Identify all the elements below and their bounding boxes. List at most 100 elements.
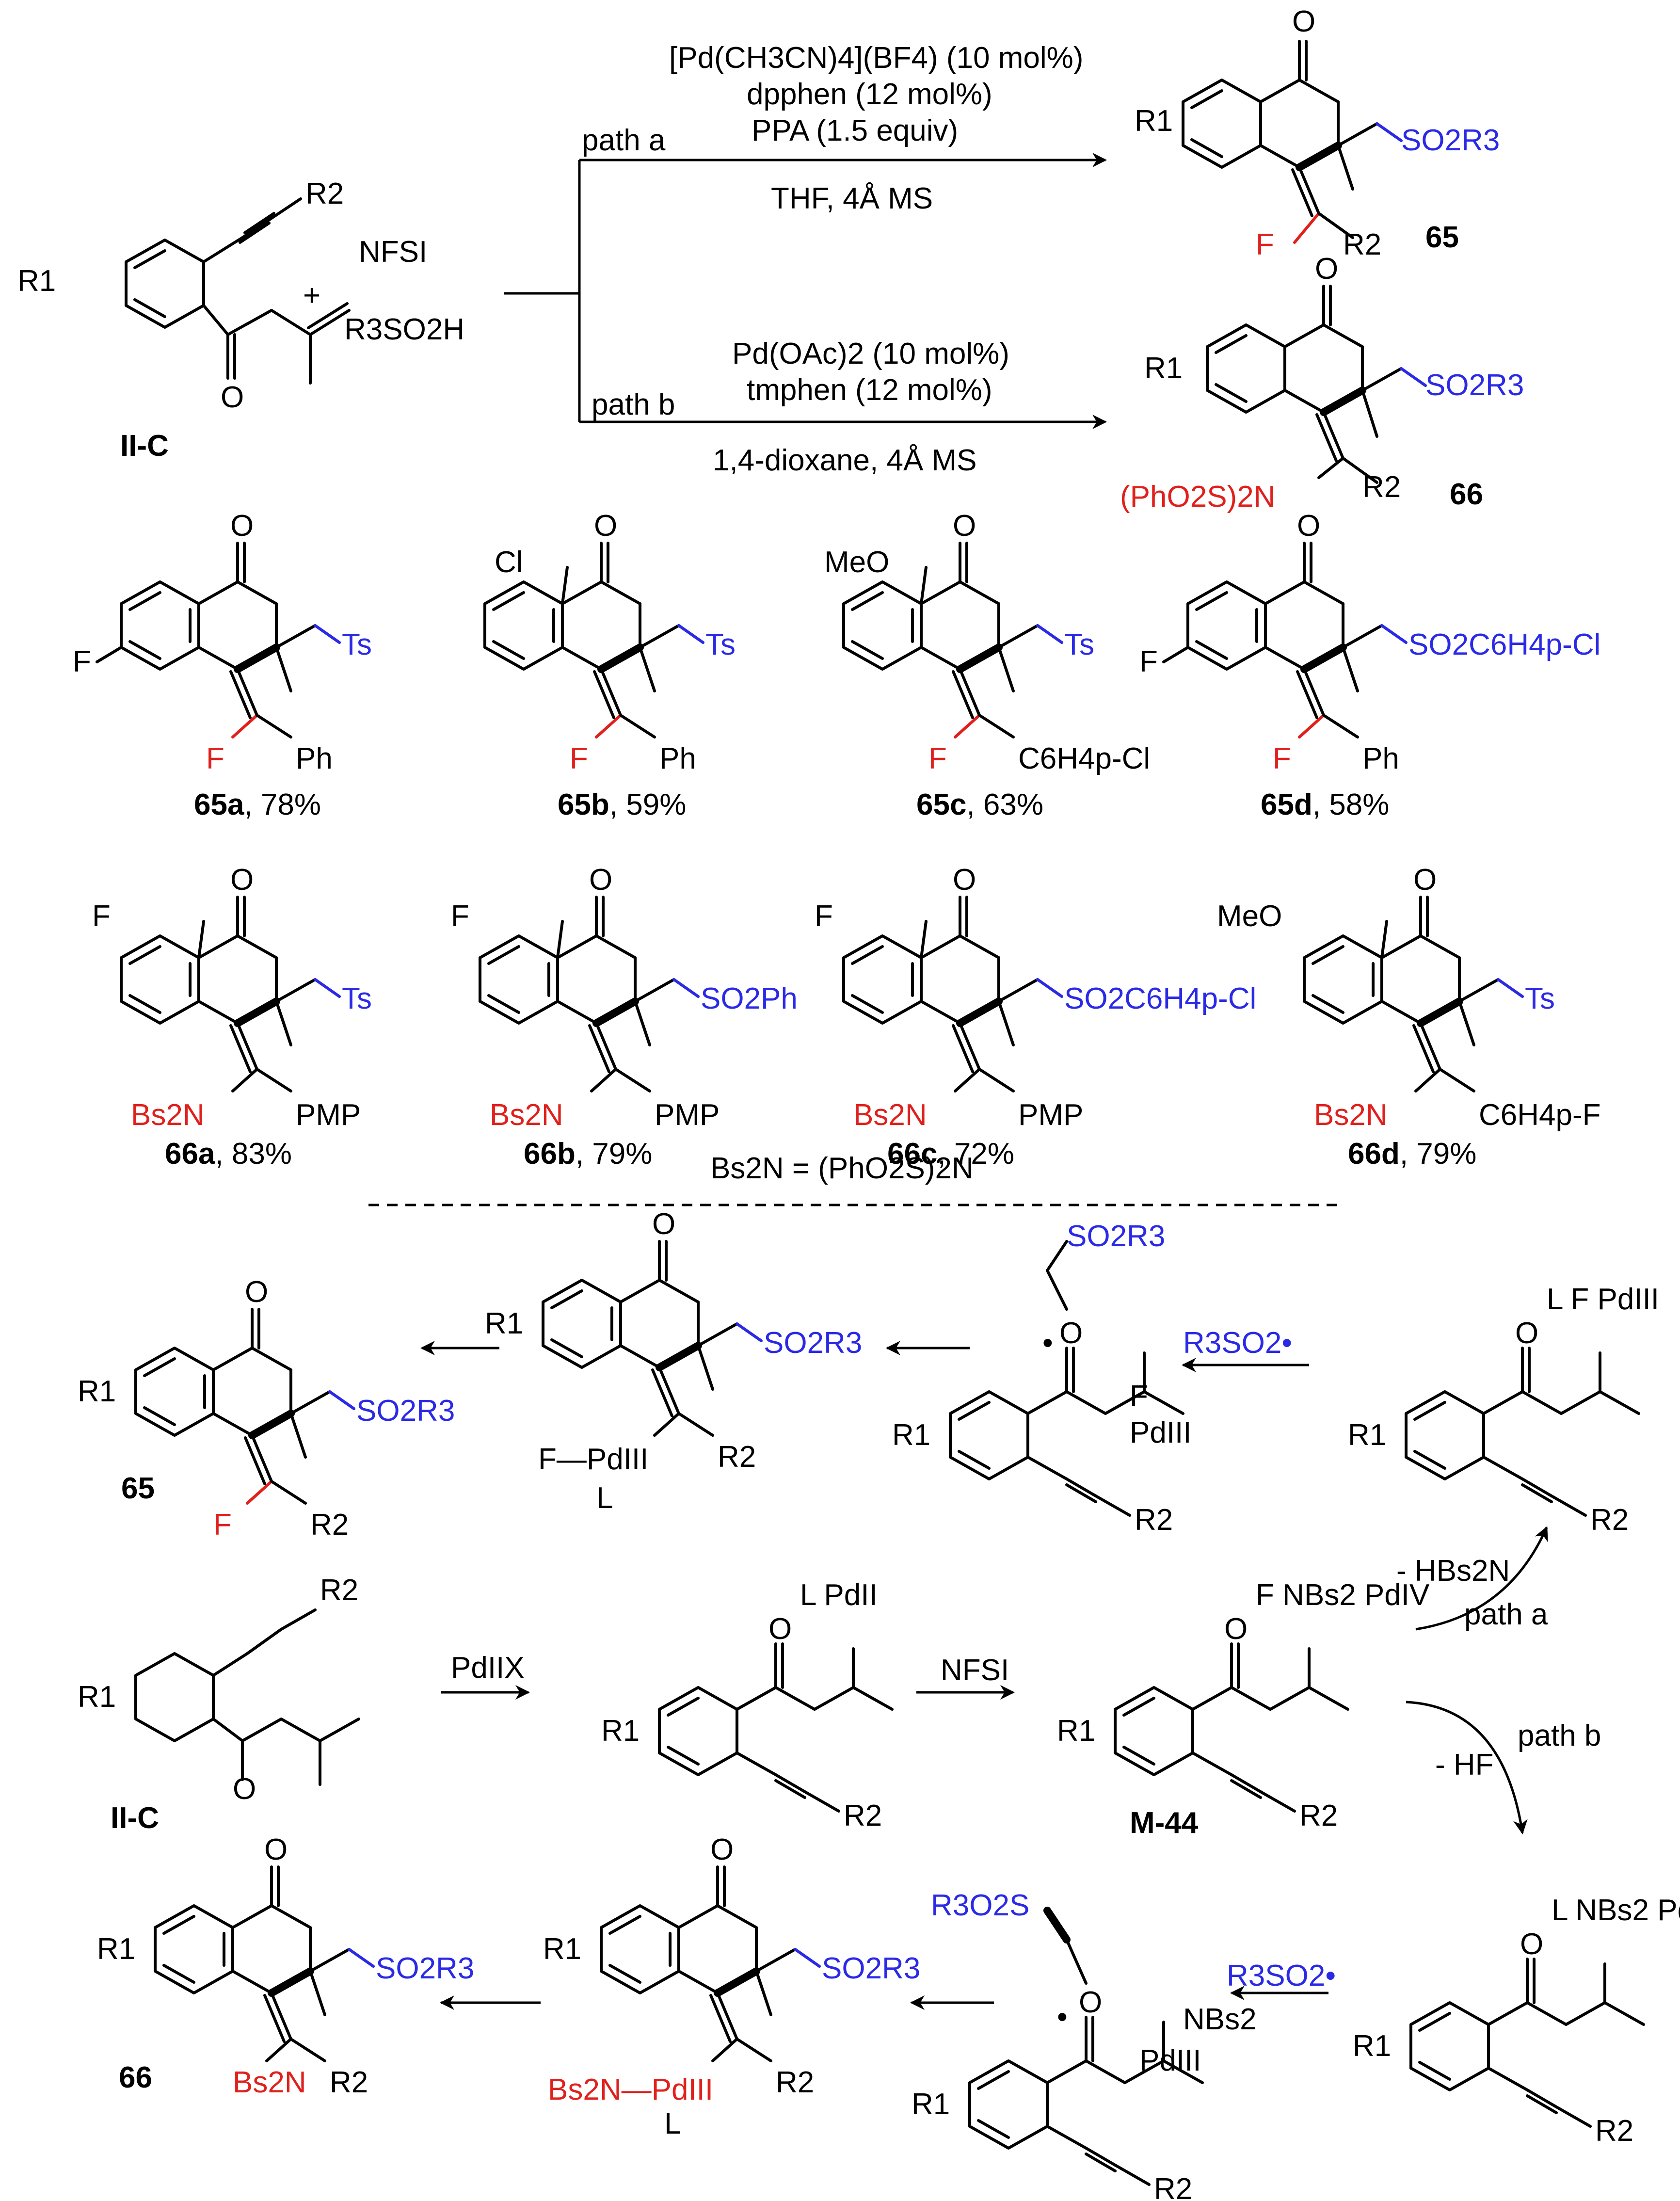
bond [1094, 1494, 1131, 1517]
bond [275, 646, 292, 692]
aryl-group: PMP [296, 1098, 361, 1132]
aromatic-ring [600, 1904, 680, 1994]
bond [1414, 1068, 1441, 1092]
bond [920, 580, 961, 605]
bond [280, 1718, 321, 1742]
bond [1418, 2061, 1451, 2081]
bond [619, 714, 656, 739]
bond [595, 1022, 617, 1071]
bond [677, 1412, 714, 1437]
bond [550, 1338, 583, 1358]
r1-label: R1 [78, 1680, 116, 1714]
bond [677, 624, 704, 644]
carbonyl-oxygen: O [230, 509, 254, 543]
bond [1322, 714, 1359, 739]
bond [143, 1406, 176, 1426]
bond [268, 1967, 314, 1997]
bond [658, 1279, 700, 1303]
bond [212, 1652, 249, 1677]
sulfonyl-group: Ts [1064, 628, 1094, 661]
bond [246, 1480, 273, 1505]
path-b-solvent: 1,4-dioxane, 4Å MS [713, 444, 977, 477]
bond [1439, 1068, 1475, 1092]
bond [231, 1904, 273, 1929]
bond [1230, 1773, 1262, 1793]
r2-label: R2 [1299, 1799, 1338, 1832]
bond [1085, 2153, 1117, 2172]
nfsi-label: NFSI [941, 1654, 1009, 1687]
bond [1085, 2147, 1117, 2167]
r2-label: R2 [330, 2066, 368, 2099]
bond [256, 1068, 292, 1092]
aromatic-ring [154, 1904, 234, 1994]
reagent-nfsi: NFSI [359, 235, 427, 269]
bond [634, 1000, 651, 1046]
aromatic-ring [968, 2059, 1049, 2150]
bond [736, 1322, 763, 1342]
aromatic-ring [1114, 1686, 1194, 1776]
path-b-mech-label: path b [1518, 1719, 1601, 1752]
bond [556, 934, 598, 959]
bond [959, 580, 1000, 605]
example-label: 66b, 79% [524, 1137, 652, 1171]
r1-label: R1 [543, 1932, 581, 1966]
bond [1550, 1494, 1587, 1517]
aryl-group: Ph [1362, 742, 1399, 775]
bond [561, 646, 603, 671]
bond [588, 1024, 610, 1073]
bond [1413, 1450, 1446, 1470]
aromatic-ring [658, 1686, 738, 1776]
bond [952, 670, 974, 719]
bond [1417, 997, 1463, 1027]
substrate-label: II-C [120, 429, 169, 463]
path-a-catalyst: [Pd(CH3CN)4](BF4) (10 mol%) [669, 41, 1083, 75]
bond [128, 945, 161, 965]
bond [1487, 2067, 1529, 2091]
r1-label: R1 [17, 264, 56, 298]
bond [492, 591, 525, 611]
bond [1487, 2001, 1529, 2026]
bond [672, 978, 700, 998]
so2r3-label: SO2R3 [1067, 1220, 1165, 1253]
aryl-group: Ph [659, 742, 696, 775]
bond [1312, 945, 1344, 965]
bond [1046, 1269, 1068, 1311]
pd-label: PdIII [1139, 2044, 1201, 2077]
bond [774, 1779, 806, 1799]
p66-r2: R2 [1362, 470, 1401, 504]
plus-sign: + [303, 279, 320, 312]
product-65-structure [1182, 40, 1403, 244]
bond [920, 566, 928, 605]
example-label: 65a, 78% [194, 788, 321, 821]
bond [1036, 624, 1063, 644]
example-label: 65c, 63% [916, 788, 1043, 821]
bond [319, 1718, 360, 1742]
mech-product-65-label: 65 [121, 1472, 155, 1505]
bond [1264, 580, 1306, 605]
bond [229, 1024, 252, 1073]
example-label: 66d, 79% [1348, 1137, 1476, 1171]
path-b-ligand: tmphen (12 mol%) [747, 373, 992, 407]
pd-label: F—PdIII [538, 1443, 648, 1476]
bond [309, 1948, 351, 1973]
path-a-additive: PPA (1.5 equiv) [752, 114, 958, 147]
aromatic-ring [542, 1279, 622, 1369]
ring-substituent: F [92, 900, 111, 933]
r1-label: R1 [78, 1375, 116, 1408]
bond [1560, 1390, 1601, 1415]
bond [852, 1686, 894, 1711]
bond [677, 1904, 719, 1929]
aromatic-ring [1186, 580, 1267, 671]
bond [314, 978, 341, 998]
m44-label: M-44 [1130, 1806, 1199, 1840]
path-b-label: path b [592, 388, 675, 421]
